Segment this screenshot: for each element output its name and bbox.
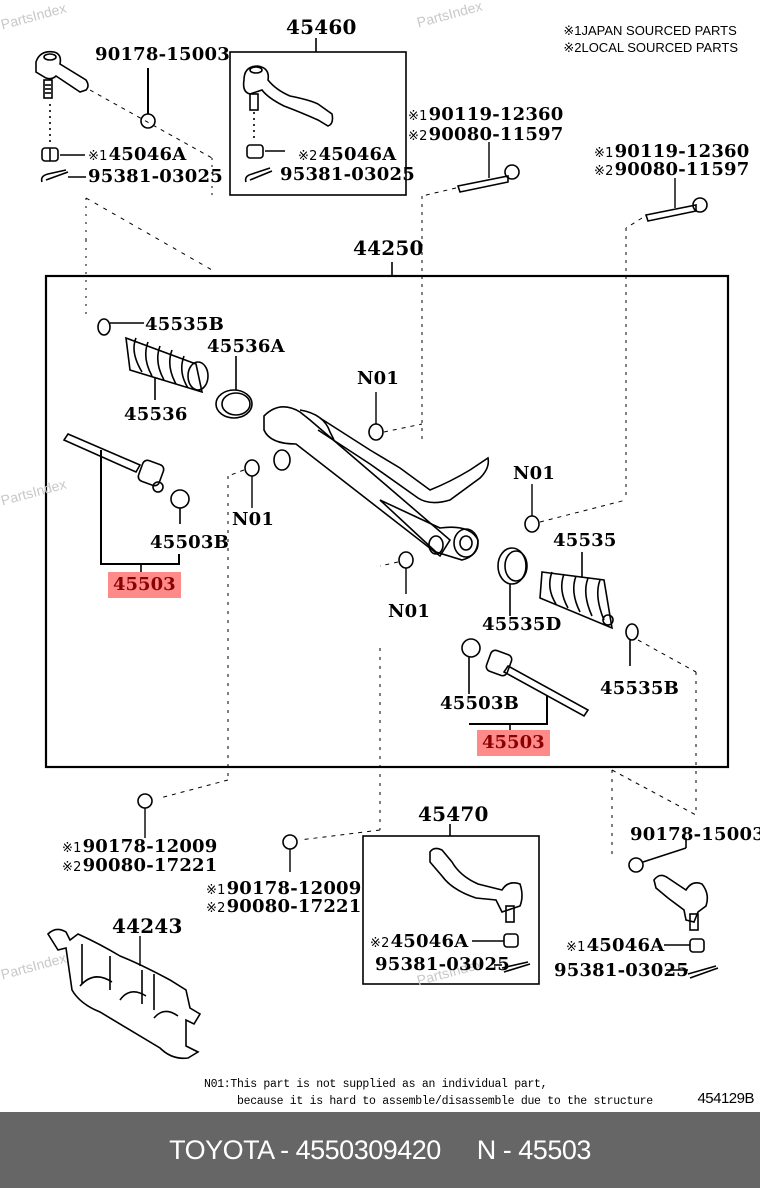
illustration-code: 454129B [697, 1090, 754, 1107]
part-label-95381-03025[interactable]: 95381-03025 [88, 166, 223, 187]
box-45470 [362, 835, 540, 985]
part-label-N01[interactable]: N01 [357, 368, 400, 389]
sourcing-legend: ※1JAPAN SOURCED PARTS ※2LOCAL SOURCED PA… [563, 22, 738, 56]
part-label-45460[interactable]: 45460 [286, 15, 357, 39]
clamp-right-icon [625, 623, 639, 641]
tie-rod-left-icon [62, 433, 165, 493]
cotter-pin-45460-icon [244, 167, 273, 183]
parts-diagram: PartsIndex PartsIndex PartsIndex PartsIn… [0, 0, 760, 1110]
part-label-bolt-2-local[interactable]: ※290080-11597 [594, 159, 750, 180]
part-label-90178-15003[interactable]: 90178-15003 [95, 44, 230, 65]
legend-item-local: ※2LOCAL SOURCED PARTS [563, 40, 738, 55]
box-45460 [229, 51, 407, 196]
brand-part-number: TOYOTA - 4550309420 [169, 1134, 441, 1165]
part-label-45470[interactable]: 45470 [418, 802, 489, 826]
cotter-pin-45470-icon [501, 961, 531, 973]
part-label-45046A[interactable]: ※145046A [566, 935, 665, 956]
nut-top-left-icon [140, 113, 156, 129]
tie-rod-end-bottom-right-icon [653, 874, 709, 931]
part-label-45503B[interactable]: 45503B [150, 532, 230, 553]
part-label-bushing-nut-2-japan[interactable]: ※190178-12009 [206, 878, 362, 899]
part-label-45535[interactable]: 45535 [553, 530, 617, 551]
steering-rack-icon [263, 406, 490, 561]
bushing-n01-b-icon [244, 459, 260, 477]
highlighted-part-45503[interactable]: 45503 [108, 572, 181, 598]
diagram-artwork [35, 38, 730, 1060]
bushing-n01-c-icon [524, 515, 540, 533]
part-label-bolt-1-japan[interactable]: ※190119-12360 [408, 104, 564, 125]
bushing-nut-1-icon [137, 793, 153, 809]
cotter-pin-top-left-icon [40, 169, 69, 183]
pitman-arm-icon [242, 65, 334, 127]
n01-footnote: N01:This part is not supplied as an indi… [204, 1078, 653, 1108]
part-label-44243[interactable]: 44243 [112, 914, 183, 938]
legend-item-japan: ※1JAPAN SOURCED PARTS [563, 23, 737, 38]
castle-nut-45470-icon [503, 933, 519, 948]
part-label-45503B[interactable]: 45503B [440, 693, 520, 714]
part-label-bolt-1-local[interactable]: ※290080-11597 [408, 124, 564, 145]
part-label-45046A[interactable]: ※245046A [298, 144, 397, 165]
part-label-bolt-2-japan[interactable]: ※190119-12360 [594, 141, 750, 162]
tie-rod-end-top-left-icon [35, 50, 89, 99]
castle-nut-45460-icon [246, 144, 264, 159]
part-label-N01[interactable]: N01 [388, 601, 431, 622]
diagram-part-reference: N - 45503 [476, 1134, 592, 1165]
part-info-footer: TOYOTA - 4550309420 N - 45503 [0, 1112, 760, 1188]
lock-washer-right-icon [461, 638, 481, 658]
boot-right-icon [539, 571, 614, 630]
part-label-45046A[interactable]: ※145046A [88, 144, 187, 165]
part-label-45535B[interactable]: 45535B [145, 314, 225, 335]
bushing-n01-a-icon [368, 423, 384, 441]
part-label-bushing-nut-1-japan[interactable]: ※190178-12009 [62, 836, 218, 857]
part-label-45535D[interactable]: 45535D [482, 614, 562, 635]
nut-bottom-right-icon [628, 857, 644, 873]
bushing-nut-2-icon [282, 834, 298, 850]
boot-band-left-icon [215, 389, 253, 419]
bushing-n01-d-icon [398, 551, 414, 569]
assembly-box-44250 [44, 274, 730, 769]
part-label-45046A[interactable]: ※245046A [370, 931, 469, 952]
part-label-bushing-nut-2-local[interactable]: ※290080-17221 [206, 896, 362, 917]
part-label-90178-15003[interactable]: 90178-15003 [630, 824, 760, 845]
part-label-45536[interactable]: 45536 [124, 404, 188, 425]
boot-left-icon [125, 336, 209, 394]
clamp-left-icon [97, 318, 111, 336]
castle-nut-top-left-icon [41, 147, 59, 162]
part-label-N01[interactable]: N01 [232, 509, 275, 530]
part-label-45536A[interactable]: 45536A [207, 336, 285, 357]
boot-band-right-icon [497, 547, 528, 585]
lock-washer-left-icon [170, 489, 190, 509]
bolt-2-icon [644, 197, 708, 222]
part-label-95381-03025[interactable]: 95381-03025 [375, 954, 510, 975]
bolt-1-icon [456, 164, 520, 193]
part-label-bushing-nut-1-local[interactable]: ※290080-17221 [62, 855, 218, 876]
cotter-pin-bottom-right-icon [687, 965, 719, 979]
part-label-44250[interactable]: 44250 [353, 236, 424, 260]
part-label-95381-03025[interactable]: 95381-03025 [280, 164, 415, 185]
tie-rod-right-icon [485, 649, 590, 718]
heat-insulator-icon [46, 928, 202, 1060]
part-label-95381-03025[interactable]: 95381-03025 [554, 960, 689, 981]
tie-rod-end-45470-icon [429, 847, 523, 923]
part-label-N01[interactable]: N01 [513, 463, 556, 484]
part-label-45535B[interactable]: 45535B [600, 678, 680, 699]
castle-nut-bottom-right-icon [689, 938, 705, 953]
highlighted-part-45503[interactable]: 45503 [477, 730, 550, 756]
